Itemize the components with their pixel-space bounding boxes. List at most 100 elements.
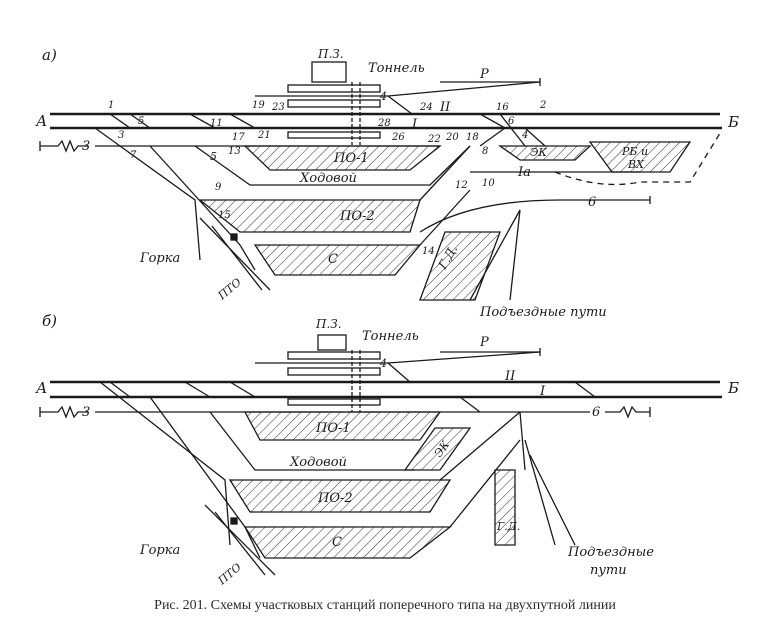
a-label-po1: ПО-1 xyxy=(333,151,369,166)
b-label-pto: ПТО xyxy=(215,561,244,588)
b-label-4: 4 xyxy=(379,357,387,370)
a-platform-3 xyxy=(287,131,381,139)
b-panel-label: б) xyxy=(42,312,57,330)
b-yard-ek xyxy=(403,427,472,471)
a-end-right: Б xyxy=(727,113,739,131)
b-warehouse-gd xyxy=(494,469,516,546)
figure-caption: Рис. 201. Схемы участковых станций попер… xyxy=(154,598,616,613)
a-label-R: Р xyxy=(479,67,489,82)
a-yard-po2 xyxy=(198,199,421,233)
a-warehouse-gd xyxy=(419,231,501,301)
b-label-po1: ПО-1 xyxy=(315,421,351,436)
a-yard-po1 xyxy=(243,145,442,171)
b-track-R xyxy=(387,351,541,364)
a-switch-2: 2 xyxy=(539,100,546,111)
a-switch-1: 1 xyxy=(108,100,114,111)
a-platform-1 xyxy=(287,84,381,93)
a-switch-24: 24 xyxy=(419,102,433,113)
b-label-po2: ПО-2 xyxy=(317,491,353,506)
a-track-R xyxy=(387,81,541,97)
a-khodovoi-track xyxy=(194,145,471,186)
a-passenger-building xyxy=(311,61,347,83)
b-label-6: 6 xyxy=(592,405,600,420)
a-panel-label: а) xyxy=(42,46,57,64)
a-label-khodovoi: Ходовой xyxy=(299,171,357,186)
a-switch-20: 20 xyxy=(445,132,459,143)
a-switch-10: 10 xyxy=(482,178,495,189)
a-switch-9: 9 xyxy=(215,182,222,193)
b-platform-1 xyxy=(287,351,381,360)
a-track-6 xyxy=(419,199,650,233)
a-throat-left xyxy=(94,127,201,261)
a-label-tunnel: Тоннель xyxy=(368,61,425,76)
a-switch-26: 26 xyxy=(391,132,405,143)
a-yard-ek xyxy=(497,145,592,161)
b-label-gd: Г.Д. xyxy=(496,520,520,533)
b-platform-3 xyxy=(287,398,381,406)
a-label-s: С xyxy=(328,252,338,267)
a-switch-15: 15 xyxy=(218,210,231,221)
a-depot-rb xyxy=(588,141,692,173)
b-end-left: А xyxy=(35,379,47,397)
a-label-po2: ПО-2 xyxy=(339,209,375,224)
b-label-tunnel: Тоннель xyxy=(362,329,419,344)
a-switch-21: 21 xyxy=(257,130,271,141)
a-label-rb-1: РБ и xyxy=(621,145,648,158)
a-label-I: I xyxy=(411,117,418,132)
a-label-ek: ЭК xyxy=(530,146,547,159)
a-switch-6: 6 xyxy=(508,116,515,127)
b-platform-2 xyxy=(287,367,381,376)
a-switch-5: 5 xyxy=(138,116,144,127)
a-label-3: 3 xyxy=(82,139,90,154)
a-switch-23: 23 xyxy=(271,102,285,113)
a-access-line-1 xyxy=(469,209,521,301)
a-label-II: II xyxy=(439,100,451,115)
b-label-ps: П.З. xyxy=(315,317,342,331)
b-label-access-2: пути xyxy=(590,563,627,578)
a-switch-14: 14 xyxy=(422,246,435,257)
a-switch-22: 22 xyxy=(427,134,441,145)
a-switch-13: 13 xyxy=(228,146,241,157)
a-switch-7: 7 xyxy=(130,150,137,161)
b-label-R: Р xyxy=(479,335,489,350)
a-label-5: 5 xyxy=(210,150,217,163)
b-access-line-1 xyxy=(524,439,556,546)
a-switch-12: 12 xyxy=(455,180,468,191)
a-switch-18: 18 xyxy=(466,132,479,143)
a-switch-17: 17 xyxy=(232,132,245,143)
b-passenger-building xyxy=(317,334,347,351)
a-yard-s xyxy=(253,244,422,276)
a-switch-4b: 4 xyxy=(521,130,528,141)
b-throat-left xyxy=(99,381,231,546)
a-access-line-2 xyxy=(509,209,521,301)
b-label-3: 3 xyxy=(82,405,90,420)
b-label-I: I xyxy=(539,384,546,399)
a-label-gorka: Горка xyxy=(139,251,180,266)
a-platform-2 xyxy=(287,99,381,108)
b-access-line-2 xyxy=(529,454,576,546)
a-pto-line xyxy=(199,217,271,291)
a-label-6: 6 xyxy=(588,195,596,210)
b-label-gorka: Горка xyxy=(139,543,180,558)
b-label-access-1: Подъездные xyxy=(567,545,654,560)
b-end-right: Б xyxy=(727,379,739,397)
diagram-b xyxy=(39,334,722,576)
b-yard-po2 xyxy=(228,479,452,513)
b-yard-s xyxy=(243,526,452,559)
b-khodovoi-track xyxy=(209,411,415,471)
b-label-khodovoi: Ходовой xyxy=(289,455,347,470)
a-label-Ia: Iа xyxy=(517,165,531,180)
a-label-ps: П.З. xyxy=(317,47,344,61)
a-label-4: 4 xyxy=(379,90,387,103)
a-switch-28: 28 xyxy=(377,118,391,129)
a-switch-19: 19 xyxy=(252,100,265,111)
a-label-access: Подъездные пути xyxy=(479,305,607,320)
a-switch-11: 11 xyxy=(210,118,223,129)
a-dashed-link xyxy=(554,129,723,186)
a-track-3-stub xyxy=(40,139,88,153)
b-label-s: С xyxy=(332,535,342,550)
b-yard-po1 xyxy=(243,411,442,441)
b-label-II: II xyxy=(504,369,516,384)
